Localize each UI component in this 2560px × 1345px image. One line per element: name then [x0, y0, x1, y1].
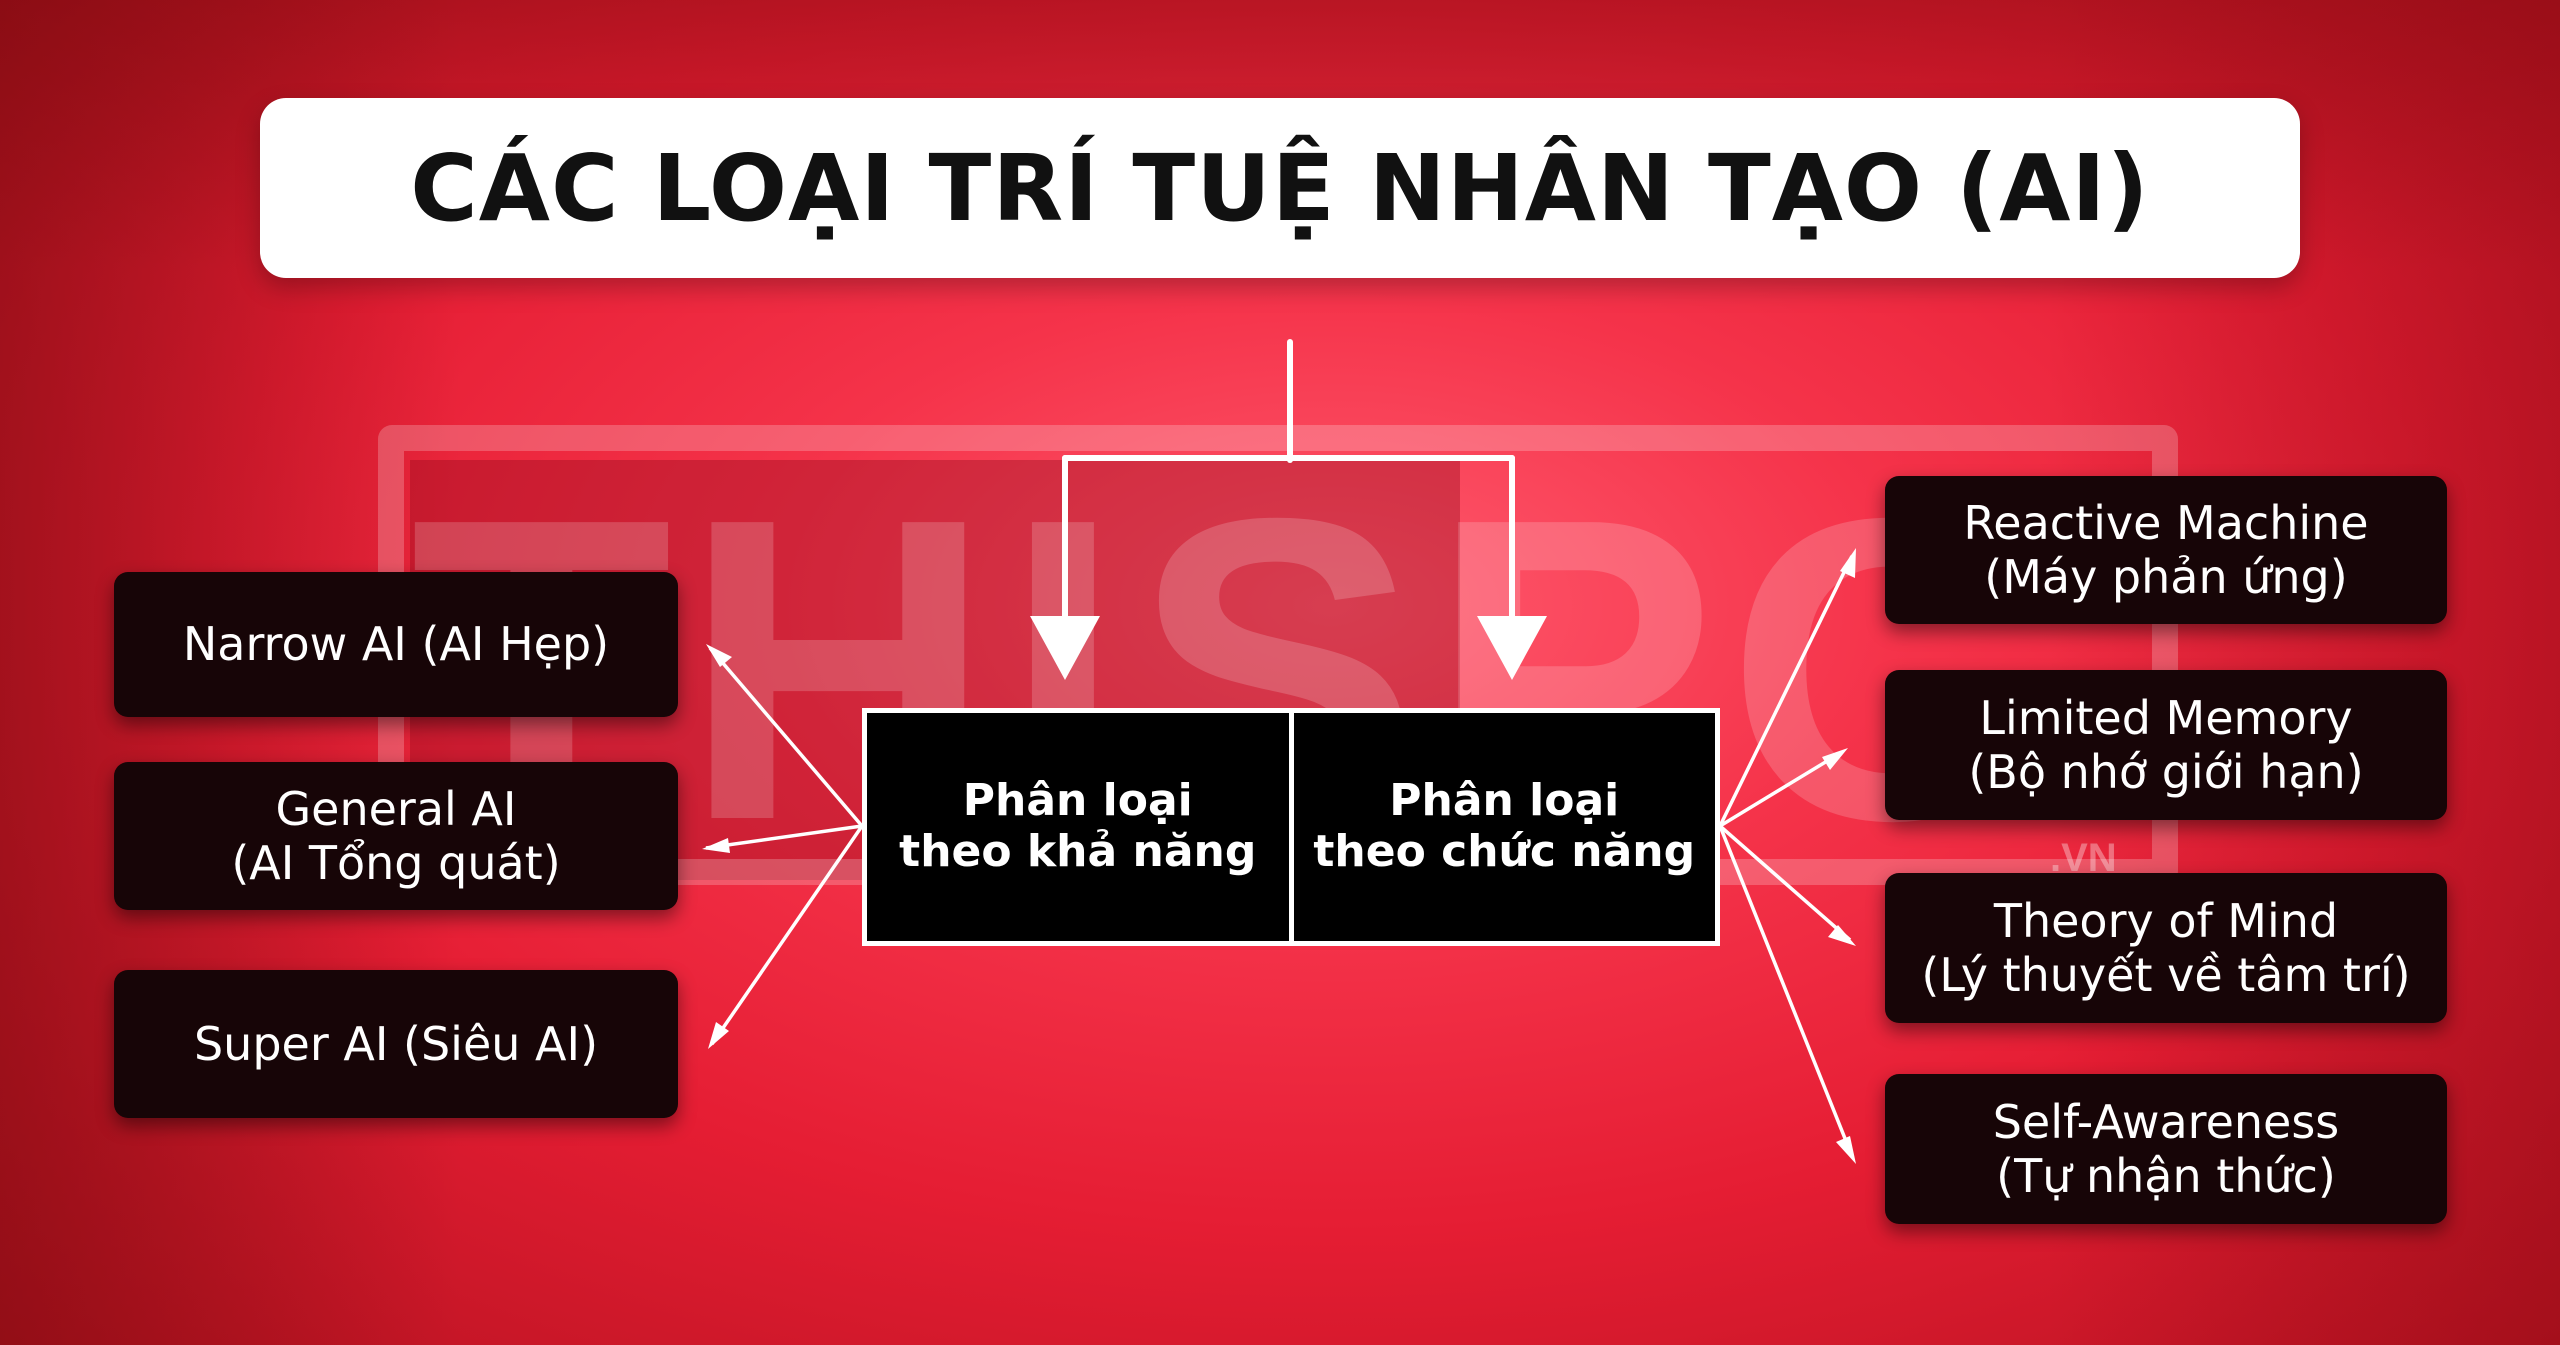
node-label: General AI [275, 781, 517, 836]
node-reactive-machine: Reactive Machine (Máy phản ứng) [1885, 476, 2447, 624]
category-by-capability: Phân loại theo khả năng [867, 713, 1289, 941]
capability-line2: theo khả năng [899, 826, 1257, 877]
page-title: CÁC LOẠI TRÍ TUỆ NHÂN TẠO (AI) [410, 134, 2150, 242]
arrow-left-head [1030, 616, 1100, 680]
node-self-awareness: Self-Awareness (Tự nhận thức) [1885, 1074, 2447, 1224]
capability-line1: Phân loại [962, 775, 1193, 827]
node-sublabel: (Lý thuyết về tâm trí) [1921, 948, 2411, 1002]
arrow-to-super [710, 825, 864, 1045]
function-line1: Phân loại [1389, 775, 1620, 827]
arrow-right-head [1477, 616, 1547, 680]
arrowhead-self [1836, 1136, 1856, 1164]
node-sublabel: (Máy phản ứng) [1984, 550, 2348, 604]
node-theory-of-mind: Theory of Mind (Lý thuyết về tâm trí) [1885, 873, 2447, 1023]
node-limited-memory: Limited Memory (Bộ nhớ giới hạn) [1885, 670, 2447, 820]
node-narrow-ai: Narrow AI (AI Hẹp) [114, 572, 678, 717]
title-banner: CÁC LOẠI TRÍ TUỆ NHÂN TẠO (AI) [260, 98, 2300, 278]
arrow-to-self [1718, 825, 1854, 1157]
arrowhead-super [708, 1022, 729, 1049]
node-general-ai: General AI (AI Tổng quát) [114, 762, 678, 910]
node-label: Limited Memory [1979, 690, 2353, 745]
category-by-function: Phân loại theo chức năng [1288, 713, 1716, 941]
arrow-to-theory [1718, 824, 1852, 942]
classification-box: Phân loại theo khả năng Phân loại theo c… [862, 708, 1720, 946]
node-label: Super AI (Siêu AI) [193, 1016, 599, 1071]
node-super-ai: Super AI (Siêu AI) [114, 970, 678, 1118]
arrow-to-general [705, 824, 863, 850]
arrow-to-reactive [1718, 555, 1854, 827]
arrowhead-reactive [1840, 548, 1856, 578]
node-label: Narrow AI (AI Hẹp) [182, 617, 610, 672]
function-line2: theo chức năng [1313, 826, 1696, 877]
arrowhead-limited [1822, 748, 1848, 770]
arrow-to-limited [1719, 750, 1843, 828]
node-sublabel: (Tự nhận thức) [1996, 1149, 2336, 1203]
arrow-to-narrow [708, 646, 864, 828]
node-label: Theory of Mind [1993, 893, 2339, 948]
node-sublabel: (AI Tổng quát) [231, 836, 561, 890]
arrowhead-narrow [706, 644, 732, 667]
node-sublabel: (Bộ nhớ giới hạn) [1968, 745, 2364, 799]
node-label: Reactive Machine [1963, 495, 2369, 550]
arrowhead-general [702, 838, 730, 853]
arrowhead-theory [1828, 925, 1856, 946]
watermark-suffix: .VN [2050, 836, 2117, 880]
node-label: Self-Awareness [1992, 1094, 2340, 1149]
